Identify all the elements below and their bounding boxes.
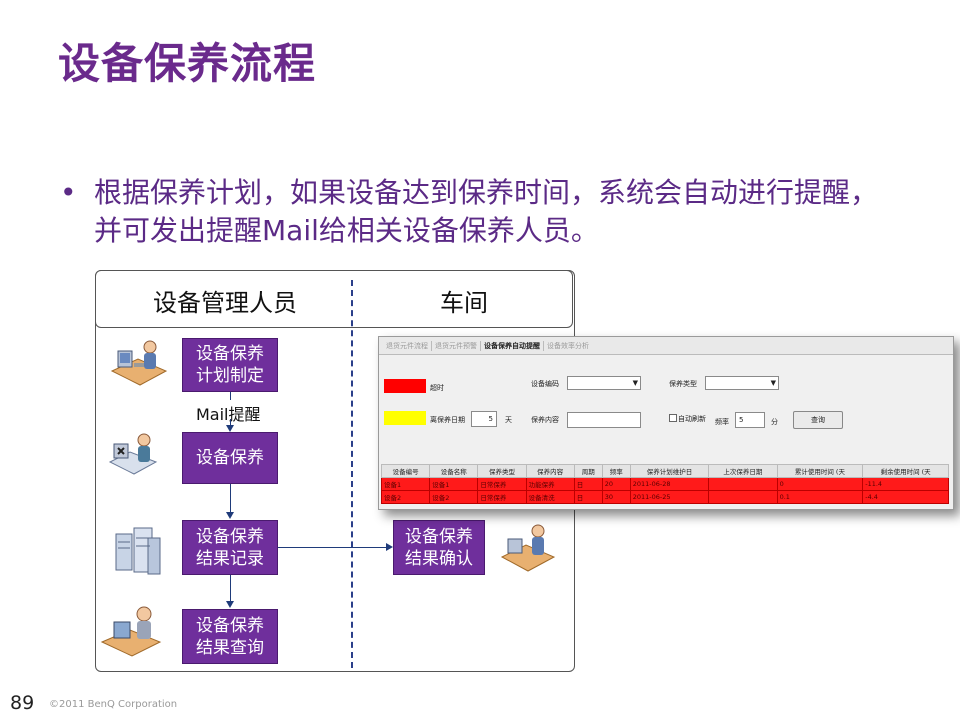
screenshot-tabs: 退货元件流程 退货元件预警 设备保养自动提醒 设备效率分析 xyxy=(379,337,953,355)
table-cell: 设备1 xyxy=(430,478,478,491)
table-header-cell[interactable]: 周期 xyxy=(574,465,602,478)
table-cell: 30 xyxy=(602,491,630,504)
maintenance-type-select[interactable]: ▼ xyxy=(705,376,779,390)
table-cell: 功能保养 xyxy=(526,478,574,491)
freq-label: 频率 xyxy=(715,417,729,427)
process-box-maintenance-label: 设备保养 xyxy=(196,447,264,469)
table-cell: 日常保养 xyxy=(478,491,526,504)
process-box-maintenance: 设备保养 xyxy=(182,432,278,484)
table-header-cell[interactable]: 保养内容 xyxy=(526,465,574,478)
days-input[interactable]: 5 xyxy=(471,411,497,427)
table-cell: 0 xyxy=(777,478,863,491)
table-cell xyxy=(709,478,777,491)
reminder-screenshot: 退货元件流程 退货元件预警 设备保养自动提醒 设备效率分析 超时 离保养日期 5… xyxy=(378,336,954,510)
server-records-icon xyxy=(112,524,164,580)
arrow-plan-to-mail xyxy=(230,392,231,400)
table-header-row: 设备编号 设备名称 保养类型 保养内容 周期 频率 保养计划维护日 上次保养日期… xyxy=(382,465,949,478)
auto-refresh-label: 自动刷新 xyxy=(678,414,706,424)
flowchart-header: 设备管理人员 车间 xyxy=(95,270,573,328)
query-button[interactable]: 查询 xyxy=(793,411,843,429)
mail-reminder-label: Mail提醒 xyxy=(196,401,261,425)
table-cell: 设备2 xyxy=(382,491,430,504)
copyright-text: ©2011 BenQ Corporation xyxy=(49,699,177,710)
freq-input[interactable]: 5 xyxy=(735,412,765,428)
table-cell: 设备2 xyxy=(430,491,478,504)
table-header-cell[interactable]: 累计使用时间 (天 xyxy=(777,465,863,478)
tab-return-flow[interactable]: 退货元件流程 xyxy=(383,341,432,351)
tab-return-warning[interactable]: 退货元件预警 xyxy=(432,341,481,351)
table-cell: 日 xyxy=(574,478,602,491)
table-cell: -4.4 xyxy=(863,491,949,504)
planning-person-icon xyxy=(108,337,170,389)
arrowhead-maint xyxy=(226,425,234,432)
table-header-cell[interactable]: 保养计划维护日 xyxy=(630,465,709,478)
process-box-plan-label: 设备保养计划制定 xyxy=(190,343,270,387)
table-cell: 设备清洗 xyxy=(526,491,574,504)
table-row[interactable]: 设备1 设备1 日常保养 功能保养 日 20 2011-06-28 0 -11.… xyxy=(382,478,949,491)
field-content-label: 保养内容 xyxy=(531,415,559,425)
bullet-point: • 根据保养计划，如果设备达到保养时间，系统会自动进行提醒，并可发出提醒Mail… xyxy=(60,174,880,250)
arrowhead-confirm xyxy=(386,543,393,551)
tab-efficiency[interactable]: 设备效率分析 xyxy=(544,341,592,351)
freq-unit: 分 xyxy=(771,417,778,427)
days-unit: 天 xyxy=(505,415,512,425)
process-box-plan: 设备保养计划制定 xyxy=(182,338,278,392)
table-cell: -11.4 xyxy=(863,478,949,491)
page-number: 89 xyxy=(10,692,34,714)
field-code-label: 设备编码 xyxy=(531,379,559,389)
process-box-record: 设备保养结果记录 xyxy=(182,520,278,575)
maintenance-table: 设备编号 设备名称 保养类型 保养内容 周期 频率 保养计划维护日 上次保养日期… xyxy=(381,464,949,504)
lane-header-equipment-admin: 设备管理人员 xyxy=(96,271,354,329)
table-header-cell[interactable]: 频率 xyxy=(602,465,630,478)
table-cell: 日 xyxy=(574,491,602,504)
legend-near-swatch xyxy=(384,411,426,425)
maintenance-content-input[interactable] xyxy=(567,412,641,428)
table-header-cell[interactable]: 剩余使用时间 (天 xyxy=(863,465,949,478)
process-box-query-label: 设备保养结果查询 xyxy=(190,615,270,659)
page-title: 设备保养流程 xyxy=(58,30,316,91)
process-box-confirm: 设备保养结果确认 xyxy=(393,520,485,575)
table-cell: 2011-06-28 xyxy=(630,478,709,491)
bullet-text: 根据保养计划，如果设备达到保养时间，系统会自动进行提醒，并可发出提醒Mail给相… xyxy=(94,174,880,250)
process-box-record-label: 设备保养结果记录 xyxy=(190,526,270,570)
query-person-icon xyxy=(100,604,164,660)
legend-overdue-swatch xyxy=(384,379,426,393)
lane-divider xyxy=(351,280,353,668)
table-cell: 2011-06-25 xyxy=(630,491,709,504)
legend-near-label: 离保养日期 xyxy=(430,415,465,425)
arrow-maint-to-record xyxy=(230,484,231,512)
table-header-cell[interactable]: 设备编号 xyxy=(382,465,430,478)
field-type-label: 保养类型 xyxy=(669,379,697,389)
arrowhead-query xyxy=(226,601,234,608)
arrow-record-to-confirm xyxy=(278,547,386,548)
table-header-cell[interactable]: 上次保养日期 xyxy=(709,465,777,478)
auto-refresh-checkbox[interactable] xyxy=(669,414,677,422)
arrow-record-to-query xyxy=(230,575,231,601)
table-header-cell[interactable]: 设备名称 xyxy=(430,465,478,478)
table-header-cell[interactable]: 保养类型 xyxy=(478,465,526,478)
table-cell: 日常保养 xyxy=(478,478,526,491)
table-cell: 设备1 xyxy=(382,478,430,491)
table-cell: 20 xyxy=(602,478,630,491)
table-row[interactable]: 设备2 设备2 日常保养 设备清洗 日 30 2011-06-25 0.1 -4… xyxy=(382,491,949,504)
process-box-query: 设备保养结果查询 xyxy=(182,609,278,664)
chevron-down-icon: ▼ xyxy=(633,379,638,387)
chevron-down-icon: ▼ xyxy=(771,379,776,387)
table-cell: 0.1 xyxy=(777,491,863,504)
bullet-dot: • xyxy=(60,174,77,212)
legend-overdue-label: 超时 xyxy=(430,383,444,393)
arrowhead-record xyxy=(226,512,234,519)
tab-auto-reminder[interactable]: 设备保养自动提醒 xyxy=(481,341,544,351)
maintenance-person-icon xyxy=(108,432,160,480)
equipment-code-select[interactable]: ▼ xyxy=(567,376,641,390)
table-cell xyxy=(709,491,777,504)
confirm-person-icon xyxy=(500,521,556,575)
process-box-confirm-label: 设备保养结果确认 xyxy=(399,526,479,570)
lane-header-workshop: 车间 xyxy=(354,271,574,329)
